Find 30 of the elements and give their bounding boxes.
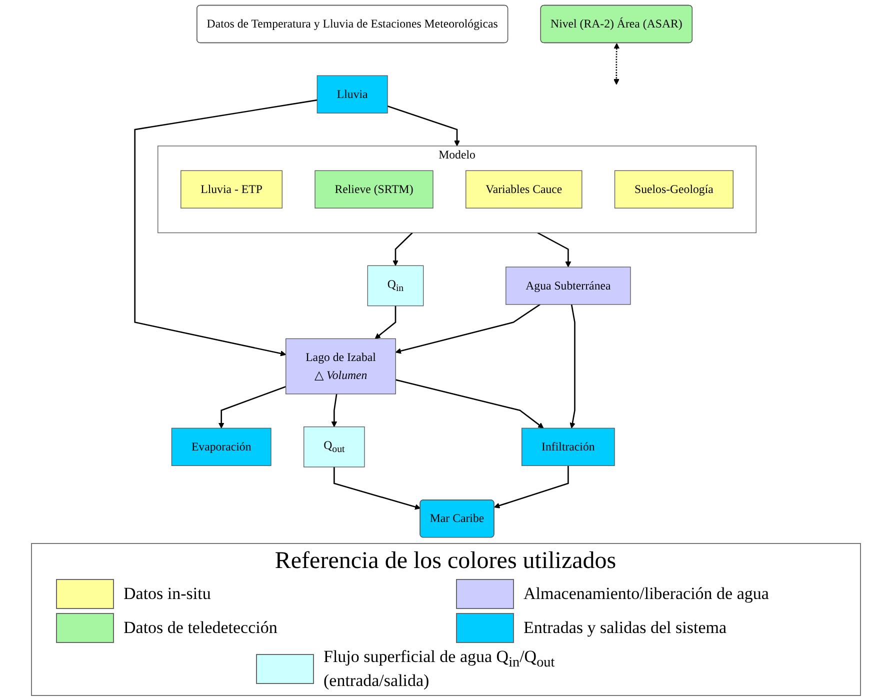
arrow — [134, 99, 318, 356]
arrow — [395, 304, 540, 354]
node-box: Q$_{out}$ — [304, 426, 365, 468]
legend-text: Entradas y salidas del sistema — [524, 618, 727, 638]
node-box: Variables Cauce — [466, 170, 582, 208]
node-box: Lluvia — [316, 75, 388, 114]
node-box: Lago de Izabal △ Volumen — [286, 338, 396, 394]
legend-text: Datos de teledetección — [124, 618, 278, 638]
arrow — [331, 394, 338, 428]
arrow — [218, 386, 286, 428]
legend-text: Flujo superficial de agua Q$_{in}$/Q$_{out}$ (entrada/salida) — [324, 646, 556, 691]
arrow — [395, 379, 544, 428]
arrow — [387, 106, 460, 146]
arrow — [334, 467, 421, 510]
node-box: Suelos-Geología — [614, 170, 734, 208]
node-box: Agua Subterránea — [506, 266, 631, 305]
arrow — [392, 232, 413, 266]
node-box: Relieve (SRTM) — [314, 170, 434, 208]
arrow — [614, 43, 620, 85]
legend-text: Datos in-situ — [124, 584, 211, 604]
node-box: Infiltración — [522, 428, 615, 466]
legend-text: Almacenamiento/liberación de agua — [524, 584, 769, 604]
arrow — [537, 232, 572, 268]
node-box: Lluvia - ETP — [180, 170, 282, 208]
arrow — [570, 304, 576, 428]
node-box: Q$_{in}$ — [367, 265, 424, 306]
node-box: Evaporación — [171, 428, 272, 466]
arrow — [374, 306, 396, 339]
arrow — [494, 466, 569, 508]
legend-title: Referencia de los colores utilizados — [274, 548, 618, 575]
